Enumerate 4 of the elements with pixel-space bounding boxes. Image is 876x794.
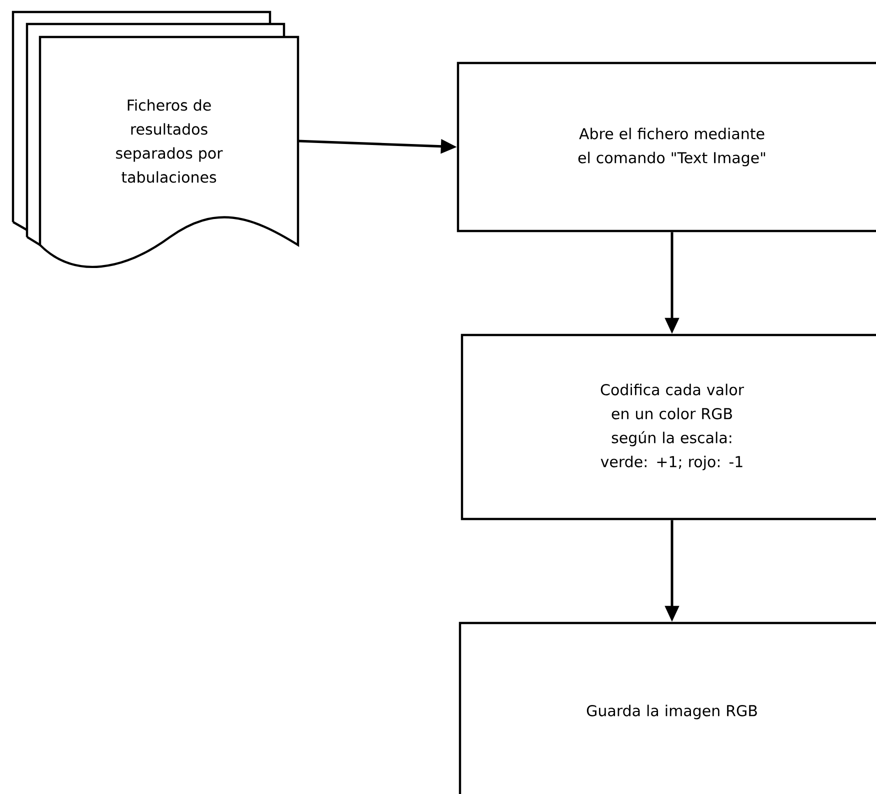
process-box: Codifica cada valor en un color RGB según la escala: verde: +1; rojo: -1 — [460, 334, 876, 520]
process-box: Guarda la imagen RGB — [458, 622, 876, 794]
process-box: Abre el fichero mediante el comando "Text Image" — [456, 62, 876, 232]
document-stack: Ficheros de resultados separados por tabulaciones — [12, 10, 300, 268]
